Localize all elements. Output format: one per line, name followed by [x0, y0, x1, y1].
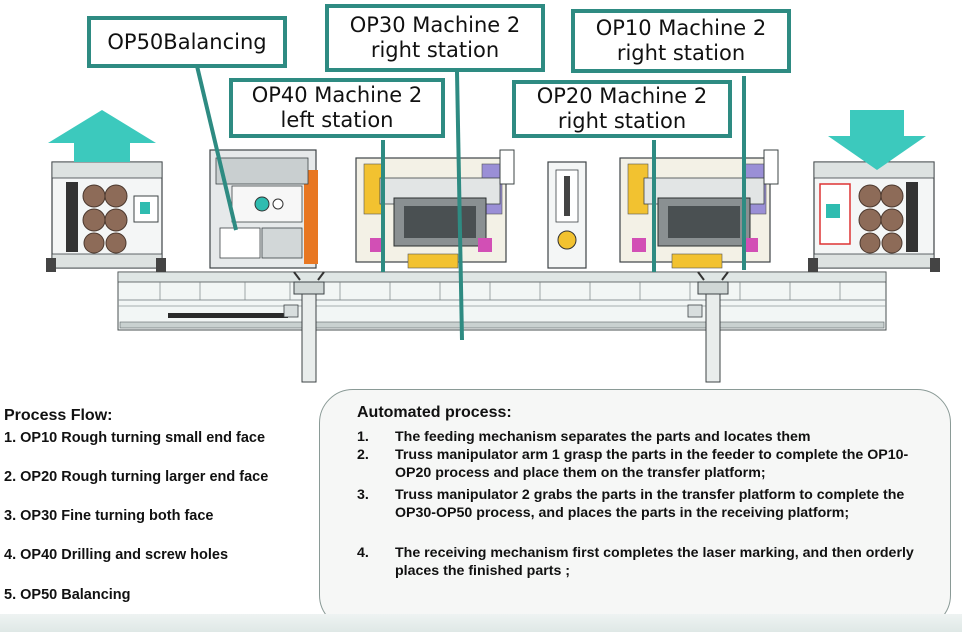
step-text: Truss manipulator 2 grabs the parts in t… — [395, 487, 905, 521]
label-op50-line-1: OP50Balancing — [107, 29, 267, 54]
op50-balancing-machine — [209, 149, 318, 269]
process-flow-item: 1. OP10 Rough turning small end face — [4, 430, 266, 446]
up-arrow-icon — [48, 110, 156, 162]
label-op30-line-2: right station — [370, 38, 500, 62]
label-op40-machine-2-left-station: OP40 Machine 2 left station — [229, 78, 445, 138]
receiving-platform — [46, 161, 166, 272]
label-op20-line-1: OP20 Machine 2 — [536, 84, 708, 108]
feeding-mechanism — [808, 161, 940, 272]
step-text: The feeding mechanism separates the part… — [395, 429, 811, 445]
label-op20-line-2: right station — [557, 109, 687, 133]
process-flow-item: 3. OP30 Fine turning both face — [4, 508, 214, 524]
manipulator-arm-2 — [687, 271, 729, 383]
transfer-station — [547, 161, 587, 269]
label-op10-line-1: OP10 Machine 2 — [595, 16, 767, 40]
label-op30-line-1: OP30 Machine 2 — [349, 13, 521, 37]
step-number: 1. — [357, 429, 369, 445]
slide-footer-band — [0, 614, 962, 632]
label-op40-line-1: OP40 Machine 2 — [251, 83, 423, 107]
process-flow-item: 5. OP50 Balancing — [4, 587, 131, 603]
label-op10-line-2: right station — [616, 41, 746, 65]
automated-process-title: Automated process: — [357, 404, 512, 421]
process-flow-list: Process Flow: 1. OP10 Rough turning smal… — [4, 406, 324, 603]
process-flow-item: 4. OP40 Drilling and screw holes — [4, 547, 229, 563]
automated-process-panel: Automated process: 1. The feeding mechan… — [319, 389, 951, 629]
transfer-rail — [117, 271, 887, 331]
manipulator-arm-1 — [283, 271, 325, 383]
process-flow-item: 2. OP20 Rough turning larger end face — [4, 469, 269, 485]
step-number: 4. — [357, 545, 369, 561]
step-number: 3. — [357, 487, 369, 503]
step-text: The receiving mechanism first completes … — [395, 545, 914, 579]
label-op20-machine-2-right-station: OP20 Machine 2 right station — [512, 80, 732, 138]
machine-2-op30-op40 — [355, 149, 515, 269]
production-line-drawing — [46, 65, 940, 383]
label-op50-balancing: OP50Balancing — [87, 16, 287, 68]
label-op30-machine-2-right-station: OP30 Machine 2 right station — [325, 4, 545, 72]
machine-2-op10-op20 — [619, 149, 779, 269]
label-op40-line-2: left station — [280, 108, 394, 132]
callout-leaders — [195, 65, 746, 341]
down-arrow-icon — [828, 110, 926, 170]
label-op10-machine-2-right-station: OP10 Machine 2 right station — [571, 9, 791, 73]
process-flow-title: Process Flow: — [4, 407, 113, 424]
step-text: Truss manipulator arm 1 grasp the parts … — [395, 447, 909, 481]
step-number: 2. — [357, 447, 369, 463]
